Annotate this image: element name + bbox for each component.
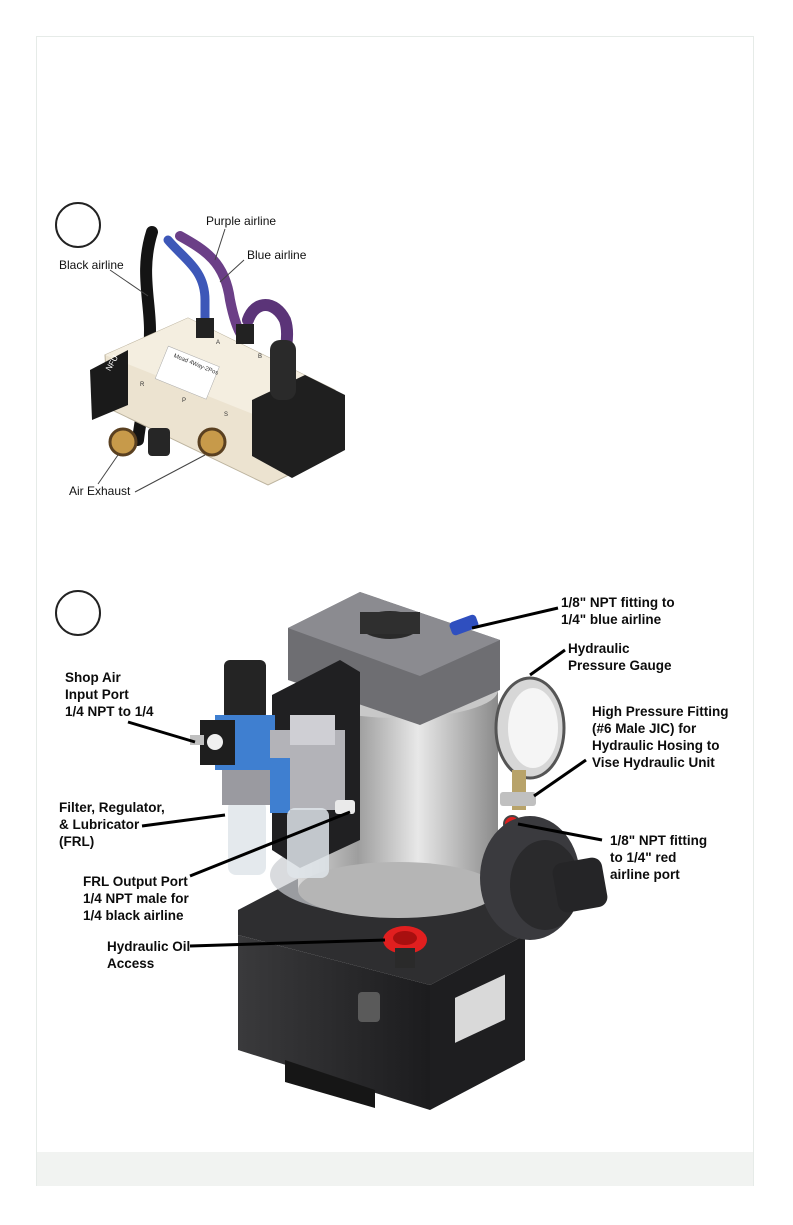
leader-shop-air — [127, 720, 196, 744]
oil-access-cap-inner — [393, 931, 417, 945]
frl-gauge-icon — [207, 734, 223, 750]
pressure-gauge-face — [508, 688, 558, 768]
leader-air-exhaust-right — [134, 454, 206, 493]
exhaust-muffler-left — [108, 427, 138, 457]
top-cap-body — [360, 612, 420, 634]
valve-port-r: R — [140, 382, 145, 388]
blue-airline-fitting — [449, 614, 479, 636]
frl-mid-block — [222, 770, 274, 805]
leader-frl-output — [189, 810, 351, 878]
leader-frl — [141, 813, 226, 828]
label-air-exhaust: Air Exhaust — [69, 484, 131, 498]
leader-air-exhaust-left — [97, 454, 119, 485]
leader-pressure-gauge — [529, 648, 566, 677]
figure-1-step-circle — [55, 202, 101, 248]
label-hydraulic-oil-access: Hydraulic Oil Access — [107, 939, 191, 971]
valve-end-cap — [90, 350, 128, 420]
tank-label-plate — [455, 974, 505, 1043]
leader-purple-airline — [214, 228, 226, 261]
exhaust-muffler-right — [197, 427, 227, 457]
leader-npt-blue — [471, 606, 559, 630]
label-frl-output-port: FRL Output Port 1/4 NPT male for 1/4 bla… — [83, 874, 189, 923]
frl-lubricator-bowl — [287, 808, 329, 878]
high-pressure-fitting-nut — [500, 792, 536, 806]
frl-filter-bowl — [228, 800, 266, 875]
label-black-airline: Black airline — [59, 258, 124, 272]
label-high-pressure-fitting: High Pressure Fitting (#6 Male JIC) for … — [592, 704, 729, 770]
leader-black-airline — [109, 269, 149, 297]
oil-tank-body — [238, 935, 430, 1110]
label-npt-red-port: 1/8" NPT fitting to 1/4" red airline por… — [610, 833, 708, 882]
label-npt-blue-fitting: 1/8" NPT fitting to 1/4" blue airline — [561, 595, 675, 627]
footer-band — [37, 1152, 753, 1186]
frl-output-fitting — [335, 800, 355, 814]
oil-access-neck — [395, 948, 415, 968]
label-hydraulic-pressure-gauge: Hydraulic Pressure Gauge — [568, 641, 672, 673]
fitting-a — [196, 318, 214, 338]
figure-2-step-circle — [55, 590, 101, 636]
valve-port-s: S — [224, 412, 229, 418]
frl-lubricator-cap — [290, 715, 335, 745]
valve-port-a: A — [216, 340, 221, 346]
motor-cylinder-bottom — [298, 862, 498, 918]
label-blue-airline: Blue airline — [247, 248, 307, 262]
motor-shaft-housing — [552, 857, 608, 913]
label-frl: Filter, Regulator, & Lubricator (FRL) — [59, 800, 165, 849]
joystick-handle — [270, 340, 296, 400]
valve-port-p: P — [182, 398, 187, 404]
frl-regulator-knob — [224, 660, 266, 720]
valve-label-plate — [154, 345, 220, 400]
label-shop-air-input: Shop Air Input Port 1/4 NPT to 1/4 — [65, 670, 154, 719]
fitting-b — [236, 324, 254, 344]
valve-port-b: B — [258, 354, 263, 360]
leader-blue-airline — [219, 259, 245, 283]
fitting-p — [148, 428, 170, 456]
frl-right-blue — [270, 758, 290, 813]
mounting-foot — [285, 1060, 375, 1108]
leader-oil-access — [189, 938, 386, 948]
side-plug — [358, 992, 380, 1022]
leader-high-pressure — [533, 758, 587, 798]
leader-npt-red — [517, 822, 603, 842]
joystick-base — [252, 375, 345, 478]
shop-air-input-fitting — [190, 735, 204, 745]
label-purple-airline: Purple airline — [206, 214, 277, 228]
